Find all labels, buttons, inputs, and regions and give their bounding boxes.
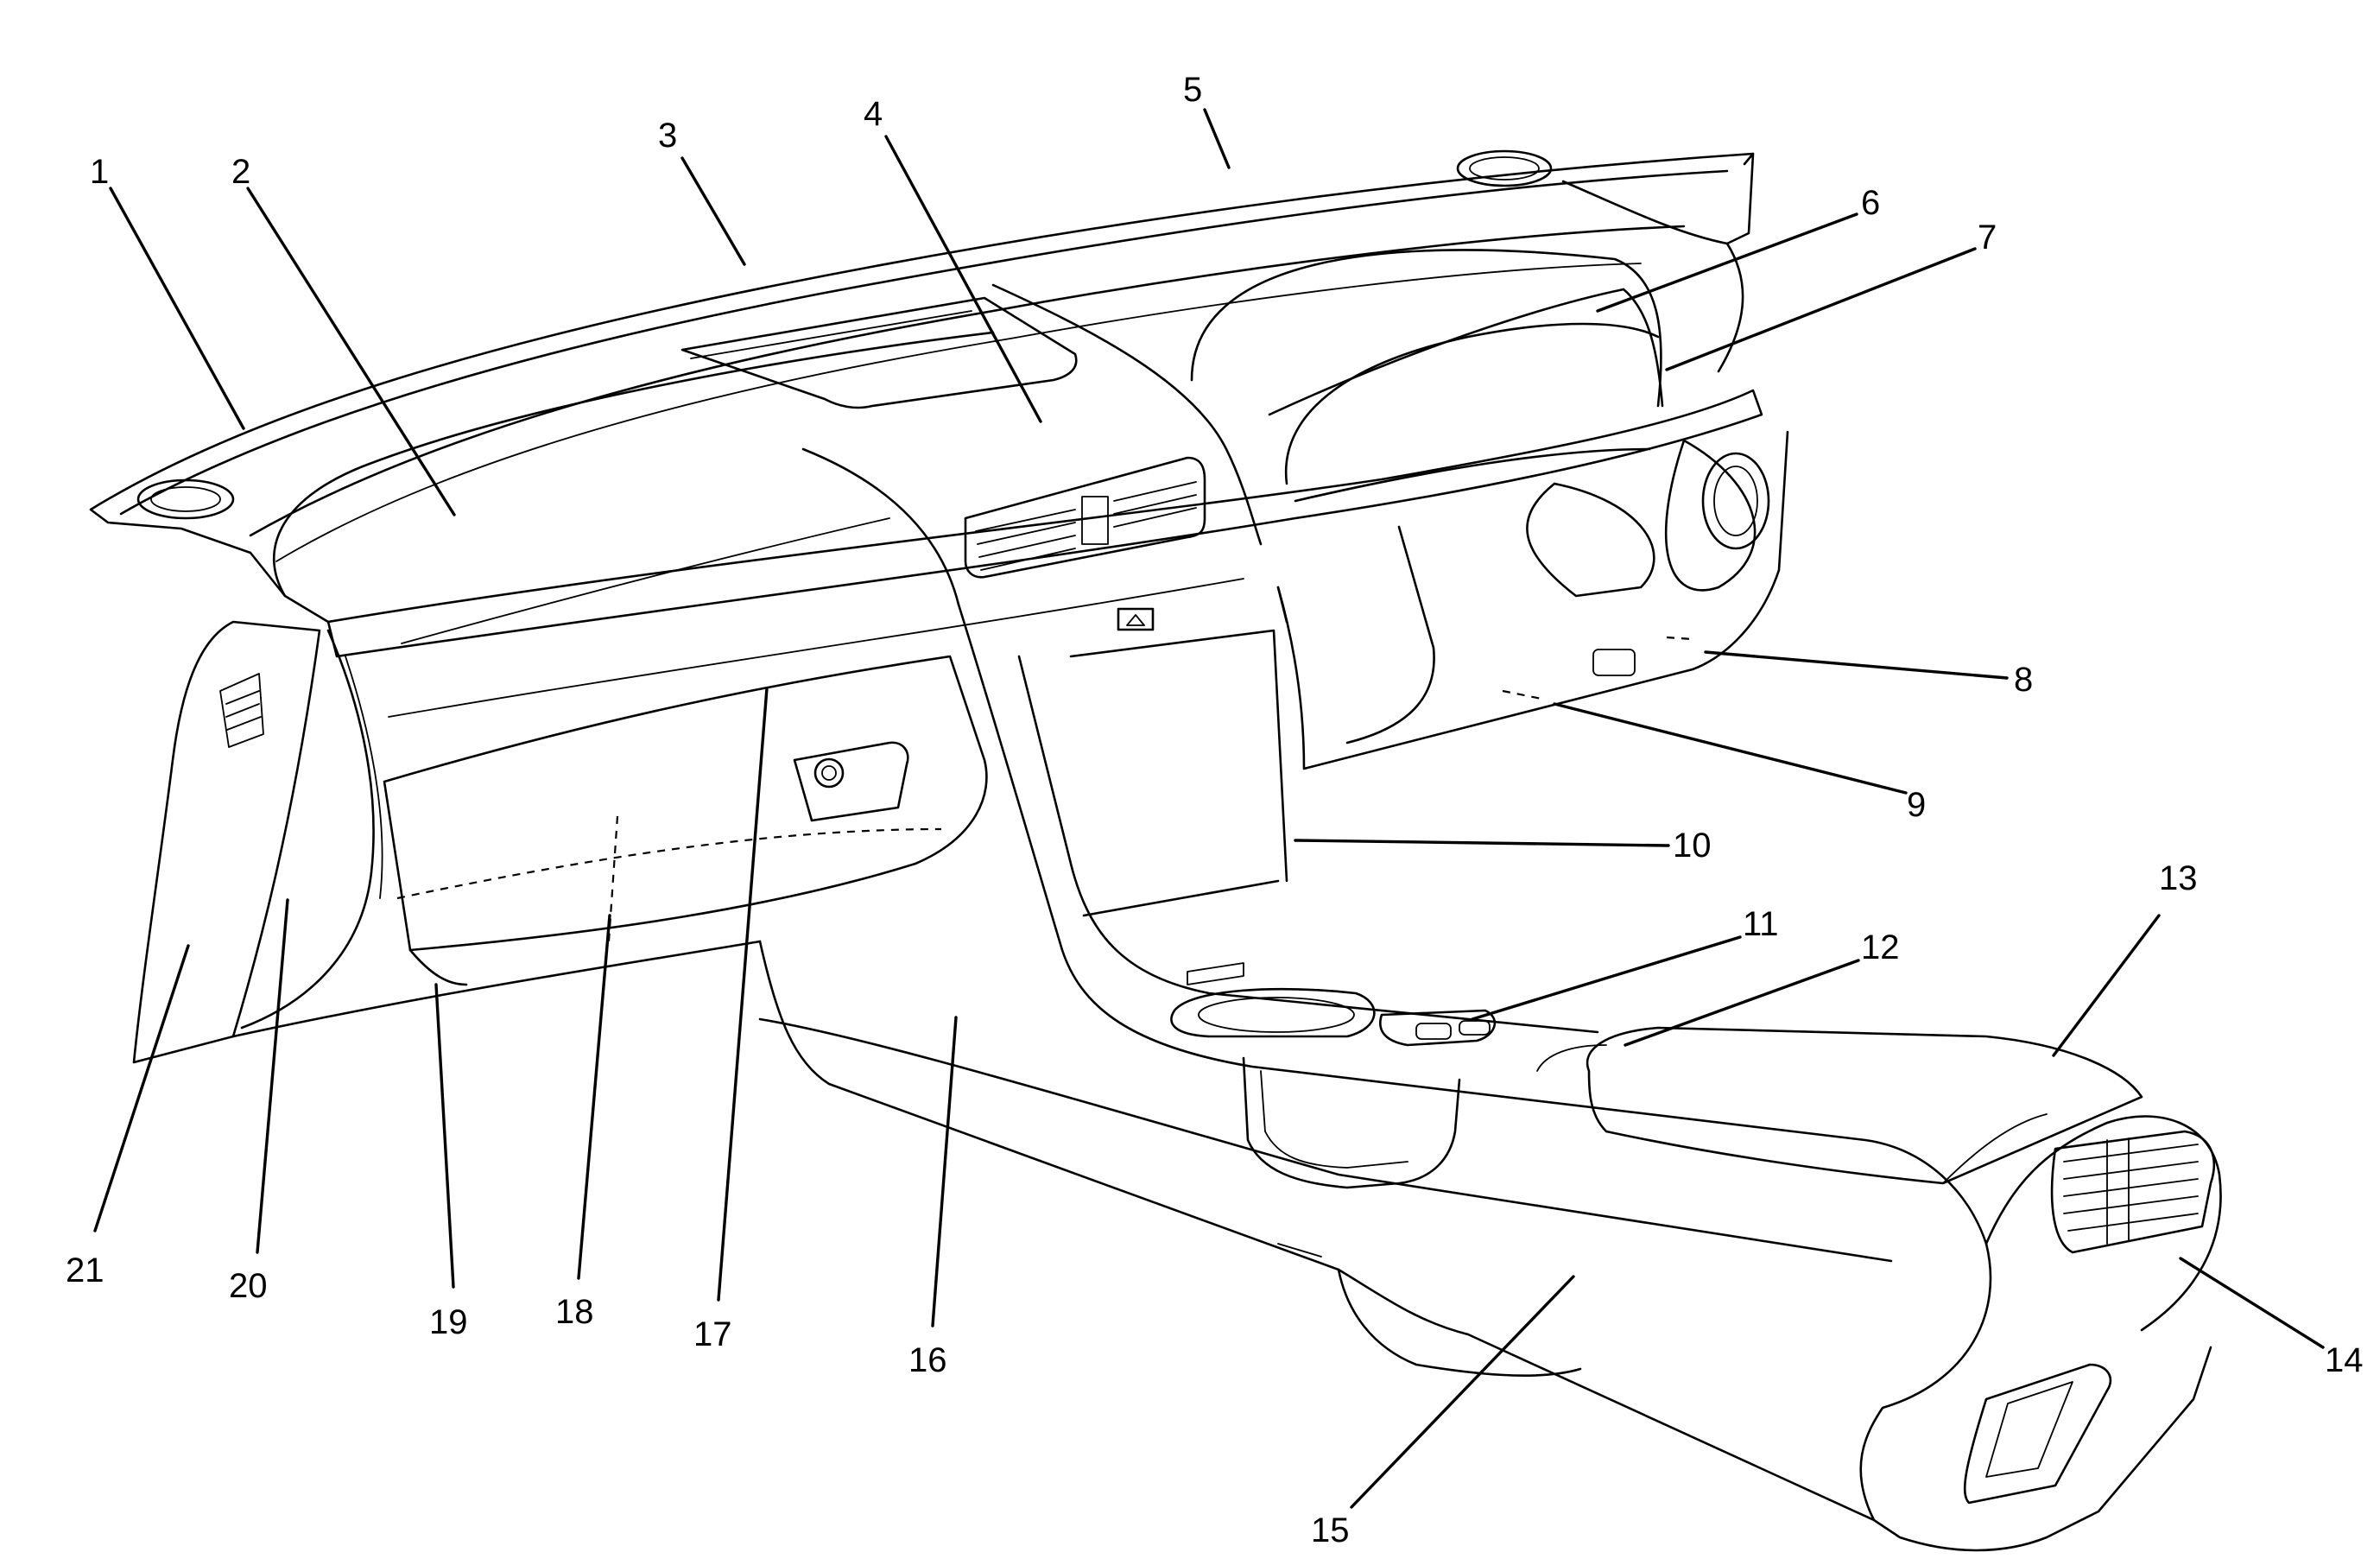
leader-17 <box>717 687 769 1302</box>
instrument-panel-lower-beam <box>326 389 1763 658</box>
callout-8: 8 <box>2014 661 2033 699</box>
callout-16: 16 <box>908 1341 947 1379</box>
callout-13: 13 <box>2159 859 2198 897</box>
leader-3 <box>680 156 746 266</box>
leader-12 <box>1624 959 1860 1047</box>
leader-14 <box>2179 1257 2325 1349</box>
center-air-outlet <box>964 456 1206 579</box>
leader-5 <box>1203 108 1231 169</box>
callout-6: 6 <box>1861 184 1880 222</box>
center-stack-upper-panel <box>991 283 1263 546</box>
hazard-switch <box>1117 607 1155 631</box>
upper-trim-panel <box>89 152 1755 624</box>
leader-11 <box>1471 935 1742 1021</box>
leader-20 <box>256 898 289 1254</box>
console-switches <box>1379 1009 1497 1047</box>
leader-9 <box>1553 702 1908 795</box>
leader-1 <box>109 187 245 430</box>
callout-3: 3 <box>658 117 677 155</box>
leader-10 <box>1294 839 1670 847</box>
callout-15: 15 <box>1311 1511 1350 1549</box>
glove-box-door <box>383 655 988 952</box>
speaker-grille-left <box>136 478 235 520</box>
callout-17: 17 <box>693 1315 732 1353</box>
callout-numbers: 1 2 3 4 5 6 7 8 9 10 11 12 13 14 15 16 1… <box>66 71 2364 1549</box>
leader-16 <box>931 1016 958 1327</box>
leader-lines <box>93 108 2325 1509</box>
dashboard-line-art <box>89 149 2222 1552</box>
callout-4: 4 <box>864 95 883 133</box>
leader-15 <box>1350 1275 1575 1509</box>
leader-13 <box>2052 914 2161 1057</box>
callout-5: 5 <box>1183 71 1202 109</box>
rear-air-outlet <box>2050 1130 2215 1254</box>
instrument-cluster-hood <box>1190 249 1662 408</box>
leader-21 <box>93 944 190 1232</box>
glove-box-hidden-edge <box>396 827 942 900</box>
callout-21: 21 <box>66 1251 104 1289</box>
center-console <box>957 603 1988 1245</box>
callout-11: 11 <box>1743 905 1779 943</box>
callout-9: 9 <box>1907 786 1926 824</box>
callout-7: 7 <box>1978 219 1997 257</box>
cupholder <box>1170 987 1376 1038</box>
callout-1: 1 <box>90 153 109 191</box>
callout-18: 18 <box>555 1293 594 1331</box>
callout-20: 20 <box>229 1267 268 1305</box>
console-front-storage <box>1242 1056 1461 1189</box>
callout-19: 19 <box>429 1303 468 1341</box>
right-air-outlet <box>1701 452 1770 550</box>
leader-8 <box>1704 650 2009 680</box>
knee-bolster-lower <box>231 940 762 1038</box>
defroster-grille <box>680 296 1078 409</box>
leader-7 <box>1665 247 1977 371</box>
leader-18 <box>577 914 611 1280</box>
leader-4 <box>884 135 1042 423</box>
rear-console-storage <box>1963 1363 2112 1505</box>
glove-box-lock <box>793 741 909 822</box>
callout-2: 2 <box>231 153 250 191</box>
callout-12: 12 <box>1861 928 1900 966</box>
instrument-panel-upper-pad <box>273 331 995 598</box>
speaker-grille-right <box>1456 149 1553 187</box>
callout-14: 14 <box>2325 1341 2364 1379</box>
callout-10: 10 <box>1673 827 1712 865</box>
console-rear-panel <box>1859 1242 2212 1552</box>
leader-19 <box>434 983 455 1289</box>
leader-6 <box>1596 212 1858 313</box>
leader-2 <box>246 187 456 516</box>
left-end-panel <box>132 620 321 1064</box>
